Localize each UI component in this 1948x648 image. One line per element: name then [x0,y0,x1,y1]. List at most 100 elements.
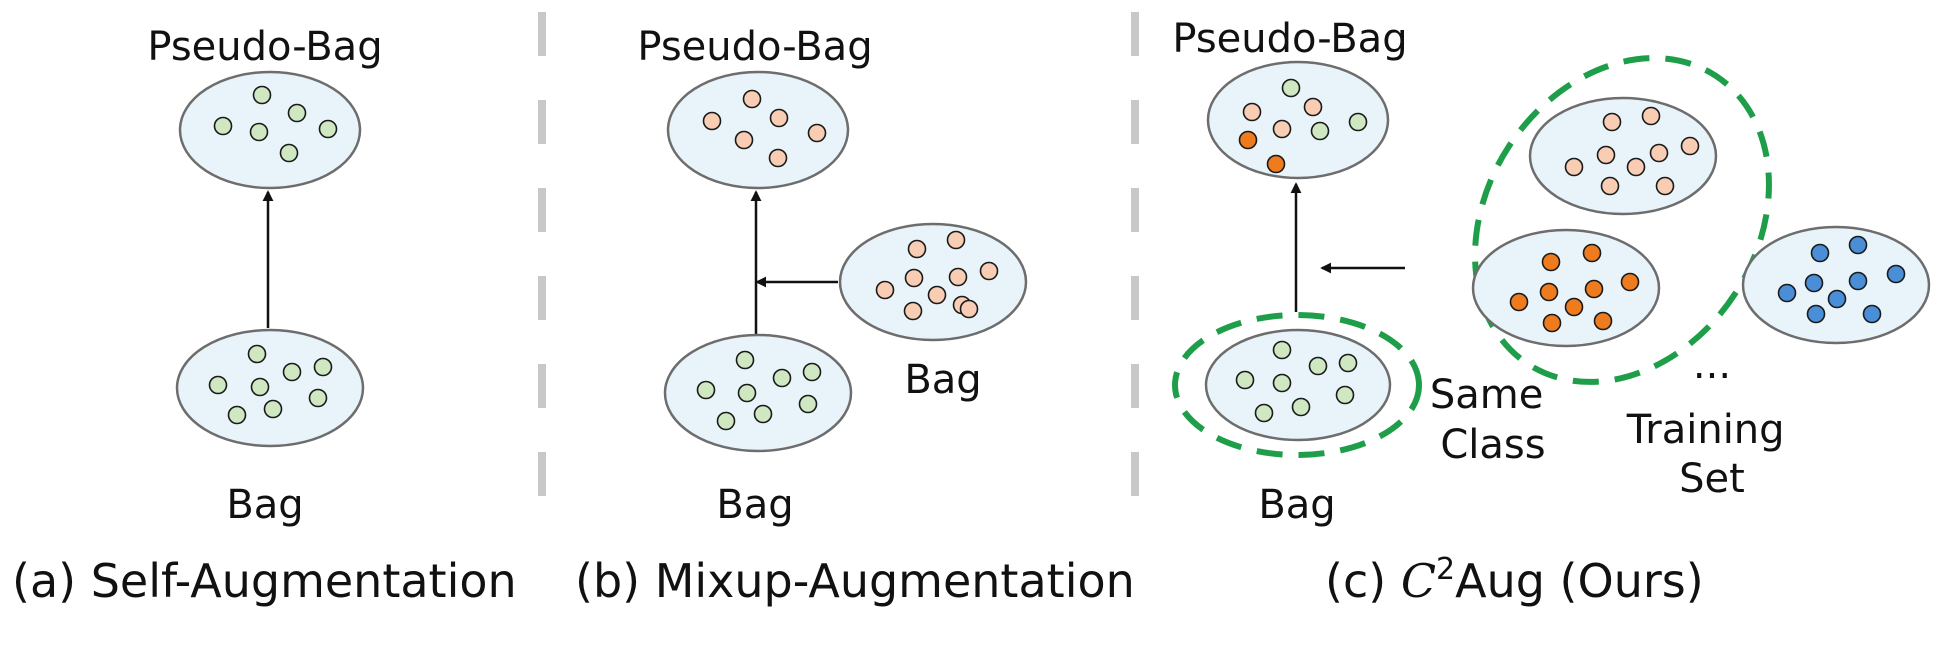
instance-dots [1281,78,1368,141]
instance-dot [772,368,792,388]
instance-dot [807,123,827,143]
instance-dot [875,280,895,300]
training-set-line2: Set [1679,456,1745,502]
instance-dots [1242,97,1323,139]
instance-dot [768,148,788,168]
instance-dot [282,362,302,382]
instance-dot [1272,340,1292,360]
instance-dot [1584,279,1604,299]
bag-node [1204,328,1392,442]
instance-dot [1272,119,1292,139]
instance-dot [1649,143,1669,163]
instance-dot [318,119,338,139]
instance-dot [702,111,722,131]
instance-dot [1564,157,1584,177]
instance-dot [279,143,299,163]
instance-dot [308,388,328,408]
same-class-group-outline [1472,55,1772,385]
side-bag-label: Bag [904,357,981,403]
instance-dot [1593,311,1613,331]
instance-dot [1848,271,1868,291]
instance-dot [1810,243,1830,263]
caption-suffix: Aug (Ours) [1455,554,1704,608]
bag-label: Bag [716,482,793,528]
instance-dot [1620,272,1640,292]
training-bag-peach [1528,96,1718,216]
instance-dots [702,89,827,168]
instance-dots [213,85,338,163]
instance-dot [263,399,283,419]
instance-dot [1266,154,1286,174]
instance-dot [1509,292,1529,312]
instance-dot [252,85,272,105]
instance-dot [1542,313,1562,333]
instance-dot [247,344,267,364]
instance-dot [1582,243,1602,263]
instance-dot [1626,157,1646,177]
instance-dots [1235,340,1358,423]
panel-mixup-augmentation: Pseudo-Bag Bag Bag (b) Mixup-Augmentatio… [575,24,1135,608]
caption-mixup-augmentation: (b) Mixup-Augmentation [575,554,1135,608]
instance-dot [1539,282,1559,302]
instance-dot [1308,356,1328,376]
side-bag-node [838,222,1028,342]
bag-label: Bag [226,482,303,528]
bag-same-class-outline [1172,312,1422,458]
instance-dots [1238,130,1286,174]
instance-dot [1335,385,1355,405]
instance-dot [1272,373,1292,393]
instance-dot [904,268,924,288]
instance-dot [1310,121,1330,141]
instance-dot [1641,106,1661,126]
instance-dot [1680,136,1700,156]
training-bag-blue [1741,225,1931,345]
instance-dot [1541,252,1561,272]
pseudo-bag-label: Pseudo-Bag [147,24,382,70]
instance-dot [1291,397,1311,417]
instance-dots [1777,235,1906,324]
instance-dot [1655,176,1675,196]
instance-dots [875,230,999,321]
instance-dot [802,362,822,382]
instance-dot [1564,297,1584,317]
instance-dot [1804,273,1824,293]
instance-dot [1238,130,1258,150]
instance-dot [1600,176,1620,196]
instance-dot [208,375,228,395]
bag-label: Bag [1258,482,1335,528]
instance-dot [696,380,716,400]
instance-dot [742,89,762,109]
instance-dot [1348,112,1368,132]
bag-node [663,333,853,453]
pseudo-bag-node [1206,60,1390,180]
panel-self-augmentation: Pseudo-Bag Bag (a) Self-Augmentation [12,24,517,608]
instance-dot [1777,283,1797,303]
caption-self-augmentation: (a) Self-Augmentation [12,554,517,608]
instance-dot [716,411,736,431]
instance-dot [1303,97,1323,117]
same-class-label: Same Class [1430,372,1556,468]
pseudo-bag-label: Pseudo-Bag [637,24,872,70]
instance-dots [1564,106,1700,196]
instance-dot [903,301,923,321]
instance-dot [946,230,966,250]
caption-symbol: C [1401,554,1436,608]
instance-dot [1596,145,1616,165]
instance-dot [948,267,968,287]
instance-dot [927,285,947,305]
same-class-line2: Class [1440,422,1545,468]
instance-dot [1281,78,1301,98]
training-bag-orange [1471,228,1661,348]
instance-dot [1886,264,1906,284]
instance-dot [249,122,269,142]
instance-dot [979,261,999,281]
instance-dot [1827,289,1847,309]
instance-dot [313,357,333,377]
instance-dot [734,130,754,150]
caption-superscript: 2 [1436,552,1455,587]
instance-dot [735,350,755,370]
instance-dot [287,103,307,123]
pseudo-bag-node [666,70,850,190]
instance-dot [1602,112,1622,132]
